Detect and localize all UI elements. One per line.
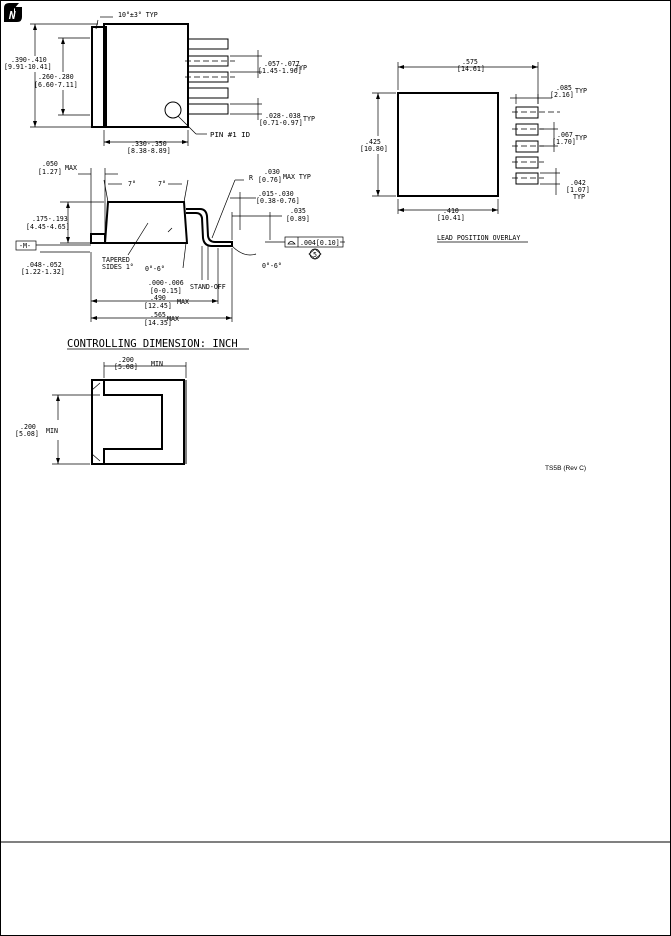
- tapered-line2: SIDES 1°: [102, 263, 134, 271]
- top-dim-max: MAX: [65, 164, 77, 172]
- tab-thickness-mm: [1.22-1.32]: [21, 268, 65, 276]
- overlay-pads: [512, 106, 560, 185]
- standoff-in: .000-.006: [148, 279, 184, 287]
- bottom-height-min: MIN: [46, 427, 58, 435]
- angle-left: 7°: [128, 180, 136, 188]
- radius-in: .030: [264, 168, 280, 176]
- overlay-width-mm: [14.61]: [457, 65, 485, 73]
- lead-angle-label: 10°±3° TYP: [118, 11, 158, 19]
- top-view: PIN #1 ID 10°±3° TYP .390-.410 [9.91-10.…: [4, 11, 315, 155]
- thickness-mm: [4.45-4.65]: [26, 223, 70, 231]
- lead-end-mm: [0.89]: [286, 215, 310, 223]
- angle-right: 7°: [158, 180, 166, 188]
- radius-suffix: MAX TYP: [283, 173, 311, 181]
- lead-group: [185, 38, 235, 115]
- length2-max: MAX: [167, 315, 179, 323]
- standoff-label: STAND-OFF: [190, 283, 226, 291]
- body-outline: [103, 23, 189, 128]
- coplanarity-value: .004[0.10]: [300, 239, 340, 247]
- tab-in: .260-.280: [38, 73, 74, 81]
- thickness-in: .175-.193: [32, 215, 68, 223]
- pad: [515, 123, 539, 136]
- bottom-view: .200 [5.08] MIN .200 [5.08] MIN: [15, 356, 187, 465]
- lead-width-in: .028-.038: [265, 112, 301, 120]
- lead: [187, 38, 229, 50]
- pad-width-in: .085: [556, 84, 572, 92]
- angle-outer: 0°-6°: [262, 262, 282, 270]
- top-dim-mm: [1.27]: [38, 168, 62, 176]
- pad: [515, 172, 539, 185]
- bottom-width-min: MIN: [151, 360, 163, 368]
- foot-mm: [0.38-0.76]: [256, 197, 300, 205]
- length1-max: MAX: [177, 298, 189, 306]
- lead: [187, 103, 229, 115]
- pad: [515, 106, 539, 119]
- lead-end-in: .035: [290, 207, 306, 215]
- datum-box: [15, 240, 37, 251]
- pitch-typ: TYP: [295, 64, 307, 72]
- overlay-body-mm: [10.41]: [437, 214, 465, 222]
- overlay-pitch-mm: [1.70]: [552, 138, 576, 146]
- tab-mm: [6.60-7.11]: [34, 81, 78, 89]
- tab-outline: [91, 26, 107, 128]
- drawing-id: TS5B (Rev C): [545, 465, 586, 472]
- pin1-label: PIN #1 ID: [210, 130, 250, 139]
- radius-mm: [0.76]: [258, 176, 282, 184]
- tapered-line1: TAPERED: [102, 256, 130, 264]
- overlay-height-mm: [10.80]: [360, 145, 388, 153]
- overlay-width-in: .575: [462, 58, 478, 66]
- body-width-mm: [8.38-8.89]: [127, 147, 171, 155]
- note-number: 5: [313, 251, 317, 259]
- length1-in: .490: [150, 294, 166, 302]
- pad-height-in: .042: [570, 179, 586, 187]
- length2-mm: [14.35]: [144, 319, 172, 327]
- tab-thickness-in: .048-.052: [26, 261, 62, 269]
- side-view: -M- .050 [1.27] MAX 7° 7° R .030 [0.76] …: [15, 160, 345, 327]
- overlay-pitch-typ: TYP: [575, 134, 587, 142]
- pad-width-typ: TYP: [575, 87, 587, 95]
- length1-mm: [12.45]: [144, 302, 172, 310]
- radius-prefix: R: [249, 174, 253, 182]
- controlling-dimension-note: CONTROLLING DIMENSION: INCH: [67, 338, 238, 350]
- national-semiconductor-logo: N: [4, 3, 22, 22]
- pad-width-mm: [2.16]: [550, 91, 574, 99]
- lead: [187, 87, 229, 99]
- pad: [515, 156, 539, 169]
- bottom-exposed-pad: [103, 380, 163, 464]
- side-body: [103, 201, 189, 244]
- height-in: .390-.410: [11, 56, 47, 64]
- overlay-body-in: .410: [443, 207, 459, 215]
- angle-inner: 0°-6°: [145, 265, 165, 273]
- pitch-in: .057-.077: [264, 60, 300, 68]
- bottom-height-mm: [5.08]: [15, 430, 39, 438]
- logo-letter: N: [8, 9, 16, 22]
- pad-height-typ: TYP: [573, 193, 585, 201]
- bottom-body: [91, 379, 185, 465]
- pin1-marker: [164, 101, 182, 119]
- lead-width-typ: TYP: [303, 115, 315, 123]
- overlay-pitch-in: .067: [557, 131, 573, 139]
- bottom-width-in: .200: [118, 356, 134, 364]
- top-dim-in: .050: [42, 160, 58, 168]
- bottom-height-in: .200: [20, 423, 36, 431]
- height-mm: [9.91-10.41]: [4, 63, 52, 71]
- overlay-body: [397, 92, 499, 197]
- foot-in: .015-.030: [258, 190, 294, 198]
- bottom-width-mm: [5.08]: [114, 363, 138, 371]
- overlay-title: LEAD POSITION OVERLAY: [437, 234, 520, 242]
- side-lead: [186, 208, 233, 247]
- lead-position-overlay: .575 [14.61] .085 [2.16] TYP .067 [1.70]…: [360, 58, 590, 243]
- pad: [515, 140, 539, 153]
- side-tab: [90, 233, 106, 244]
- overlay-height-in: .425: [365, 138, 381, 146]
- length2-in: .565: [150, 311, 166, 319]
- body-width-in: .330-.350: [131, 140, 167, 148]
- lead-width-mm: [0.71-0.97]: [259, 119, 303, 127]
- pad-height-mm: [1.07]: [566, 186, 590, 194]
- datum-label: -M-: [19, 242, 31, 250]
- standoff-mm: [0-0.15]: [150, 287, 182, 295]
- pitch-mm: [1.45-1.96]: [258, 67, 302, 75]
